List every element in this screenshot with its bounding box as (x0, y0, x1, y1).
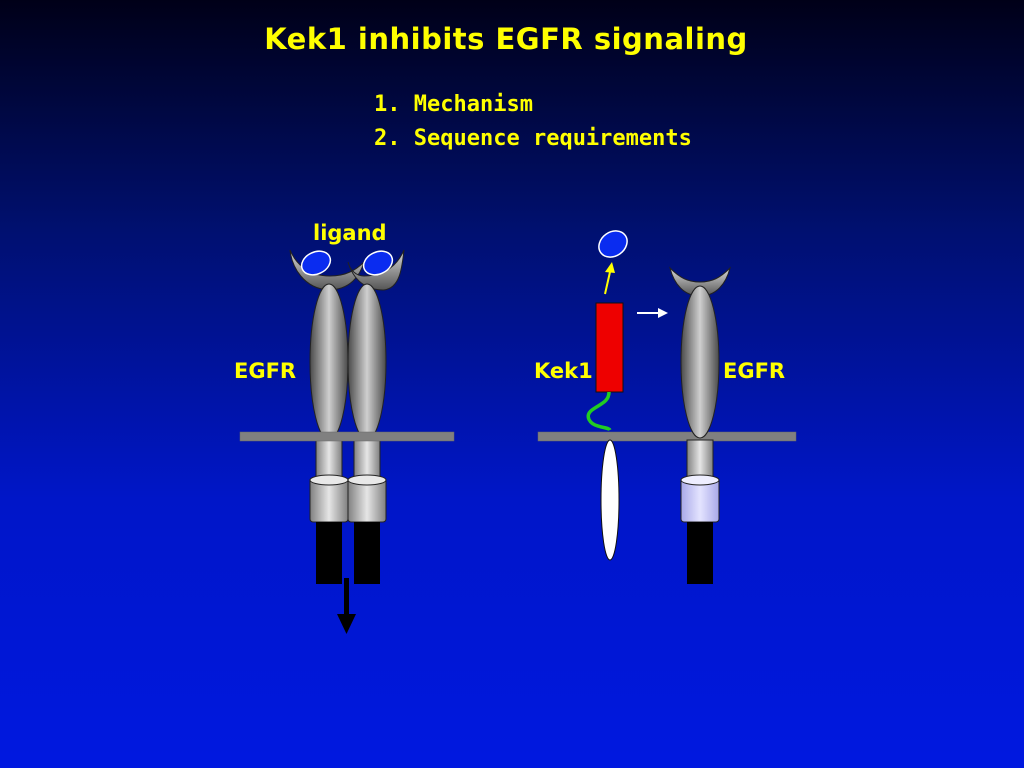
kinase-domain (687, 522, 713, 584)
kek1-linker (586, 391, 612, 432)
slide-title: Kek1 inhibits EGFR signaling (264, 22, 748, 56)
signaling-arrow (337, 578, 356, 634)
topic-item-1: 1. Mechanism (374, 92, 533, 117)
egfr-label-right: EGFR (723, 359, 786, 383)
ligand-right (362, 250, 394, 276)
extracellular-domain (347, 283, 387, 441)
egfr-receptor-inhibited (669, 266, 731, 584)
membrane-right (537, 431, 797, 442)
topic-list: 1. Mechanism 2. Sequence requirements (374, 88, 692, 156)
transmembrane-segment (686, 439, 714, 479)
kek1-protein (586, 230, 668, 561)
ligand-left (300, 250, 332, 276)
kinase-domain (316, 522, 342, 584)
extracellular-domain (680, 285, 720, 439)
egfr-dimer (289, 249, 405, 634)
kek1-extracellular-box (595, 302, 624, 393)
ligand-release-arrow (604, 262, 615, 295)
ligand-label: ligand (313, 221, 387, 245)
egfr-receptor-right (347, 249, 405, 584)
egfr-receptor-left (289, 249, 366, 584)
inhibition-arrow (637, 308, 668, 318)
transmembrane-segment (353, 439, 381, 479)
topic-item-2: 2. Sequence requirements (374, 126, 692, 151)
egfr-label-left: EGFR (234, 359, 297, 383)
extracellular-domain (309, 283, 349, 441)
transmembrane-segment (315, 439, 343, 479)
ligand-binding-cup (669, 266, 731, 297)
membrane-left (239, 431, 455, 442)
kek1-label: Kek1 (534, 359, 593, 383)
kek1-intracellular-domain (600, 439, 620, 561)
kinase-domain (354, 522, 380, 584)
free-ligand (598, 230, 628, 258)
